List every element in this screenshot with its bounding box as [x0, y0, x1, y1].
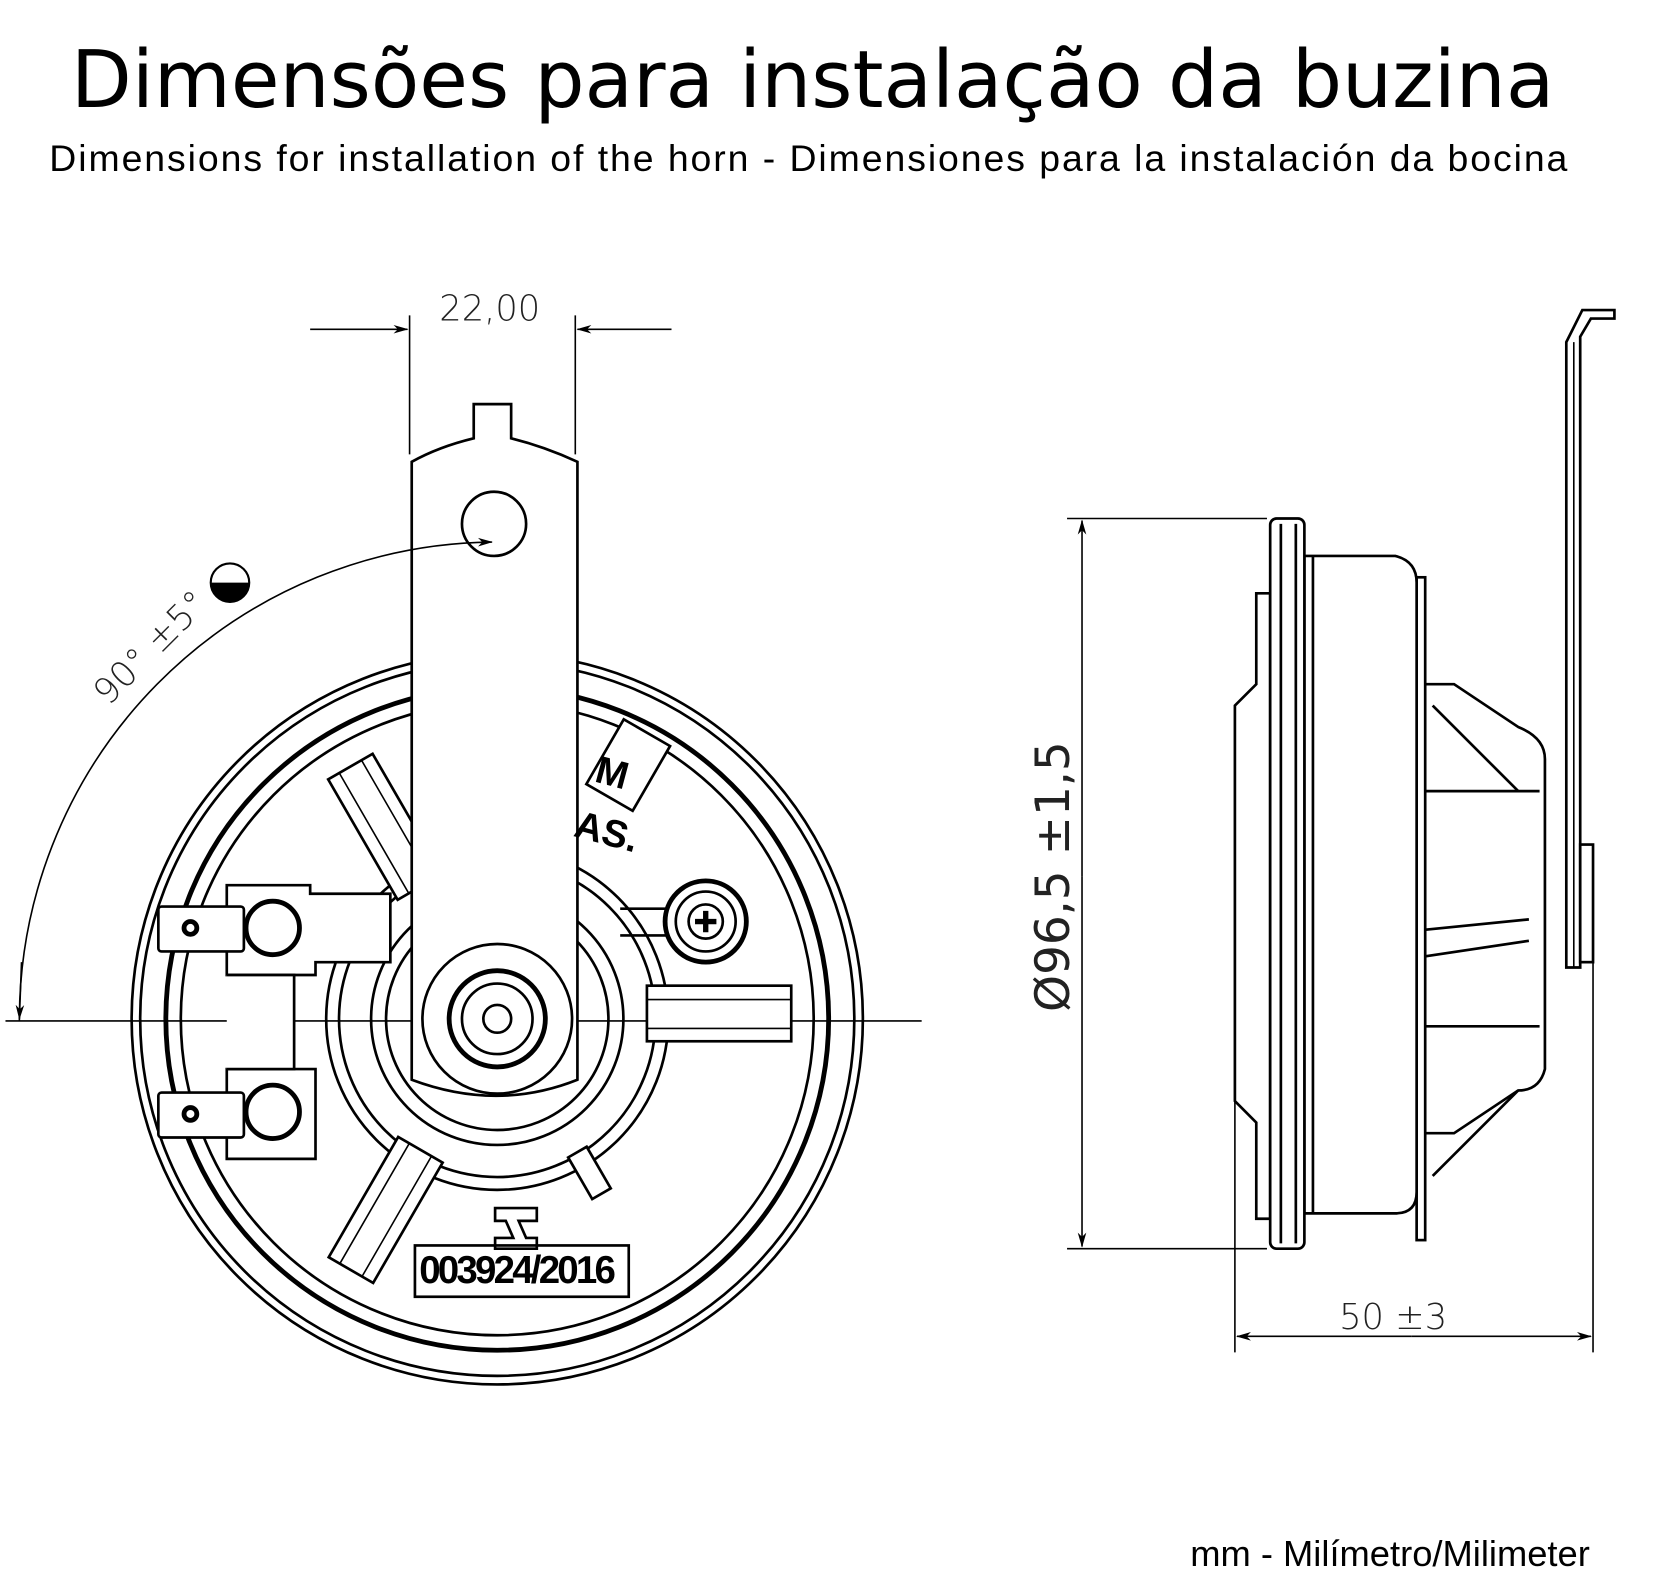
unit-note: mm - Milímetro/Milimeter	[1190, 1533, 1590, 1574]
bracket-width-dimension: 22,00	[439, 289, 540, 330]
half-filled-circle-icon	[209, 562, 251, 603]
manufacturer-logo-icon	[493, 1206, 539, 1250]
mounting-bracket	[410, 402, 579, 1098]
side-bracket	[1564, 308, 1616, 969]
page-title: Dimensões para instalação da buzina	[71, 34, 1554, 126]
certificate-label: 003924/2016	[419, 1249, 616, 1292]
depth-dimension: 50 ±3	[1339, 1297, 1447, 1338]
page-subtitle: Dimensions for installation of the horn …	[49, 137, 1567, 179]
side-view: Ø96,5 ±1,5 50 ±3	[1026, 308, 1616, 1353]
terminal-bottom	[157, 1067, 317, 1161]
front-view: M AS. 003924/2016 22,00 90° ±5°	[5, 289, 922, 1386]
diameter-dimension: Ø96,5 ±1,5	[1026, 741, 1081, 1012]
terminal-top	[157, 883, 392, 977]
screw-icon	[662, 878, 749, 965]
